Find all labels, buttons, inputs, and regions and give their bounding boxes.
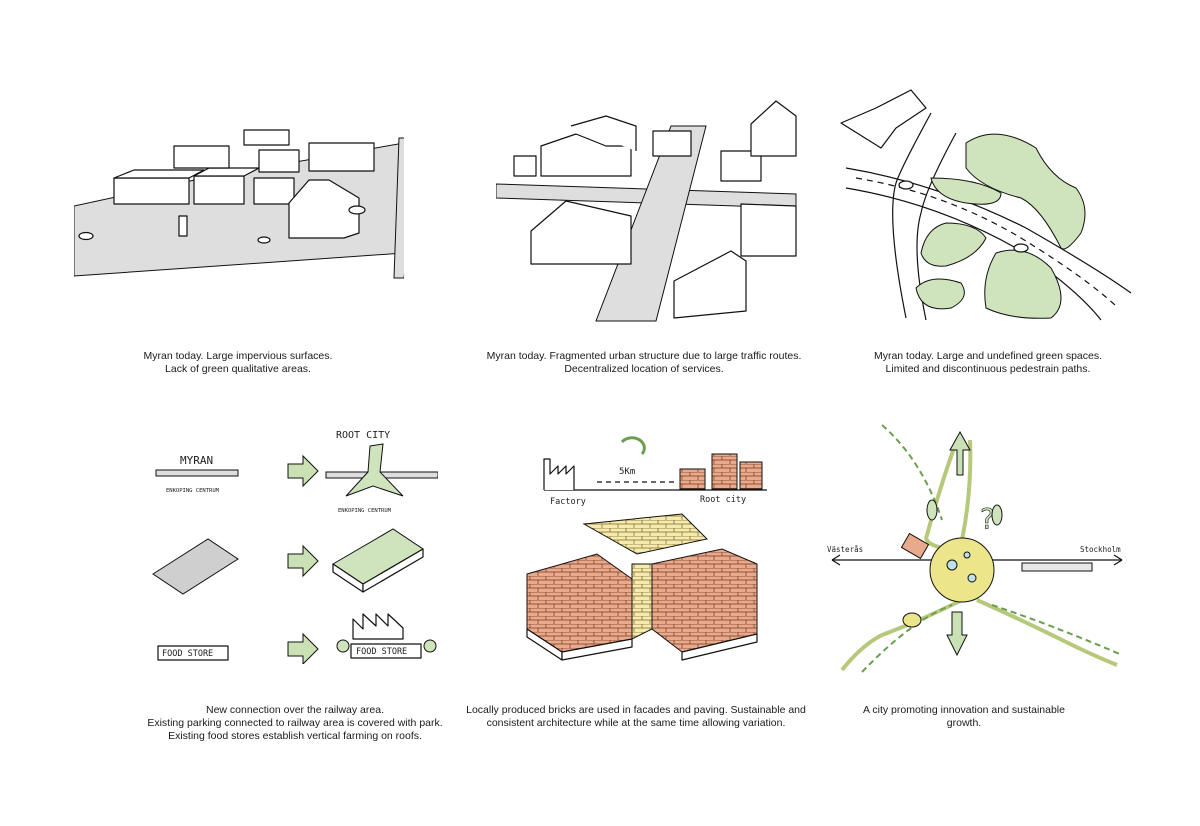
- caption-line: Myran today. Large impervious surfaces.: [143, 350, 333, 362]
- label-vasteras: Västerås: [827, 545, 863, 554]
- caption-new-connection: New connection over the railway area. Ex…: [115, 704, 475, 743]
- caption-line: Limited and discontinuous pedestrain pat…: [885, 363, 1091, 375]
- caption-line: growth.: [946, 717, 982, 729]
- recycle-icon: [620, 436, 646, 455]
- sketch-impervious-surfaces: [74, 118, 404, 283]
- caption-line: Myran today. Fragmented urban structure …: [486, 350, 802, 362]
- caption-line: A city promoting innovation and sustaina…: [863, 704, 1065, 716]
- sketch-new-connection: MYRAN ENKOPING CENTRUM ROOT CITY ENKOPIN…: [148, 424, 438, 664]
- caption-line: Myran today. Large and undefined green s…: [873, 350, 1103, 362]
- label-enkoping-right: ENKOPING CENTRUM: [338, 508, 392, 514]
- label-food-store-left: FOOD STORE: [162, 649, 213, 659]
- label-root-city-small: Root city: [700, 495, 746, 505]
- caption-line: New connection over the railway area.: [205, 704, 384, 716]
- arrow-right-icon: [287, 544, 319, 578]
- sketch-local-bricks: Factory 5Km Root city: [522, 424, 782, 664]
- label-myran: MYRAN: [180, 454, 213, 467]
- caption-line: consistent architecture while at the sam…: [486, 717, 786, 729]
- caption-line: Existing food stores establish vertical …: [168, 730, 422, 742]
- arrow-up-icon: [949, 430, 971, 476]
- arrow-down-icon: [946, 611, 968, 657]
- label-food-store-right: FOOD STORE: [356, 647, 407, 657]
- arrow-right-icon: [287, 454, 319, 488]
- label-enkoping-left: ENKOPING CENTRUM: [166, 488, 220, 494]
- caption-fragmented: Myran today. Fragmented urban structure …: [464, 350, 824, 376]
- label-root-city: ROOT CITY: [336, 430, 390, 441]
- caption-green-spaces: Myran today. Large and undefined green s…: [808, 350, 1168, 376]
- caption-line: Lack of green qualitative areas.: [165, 363, 311, 375]
- caption-line: Existing parking connected to railway ar…: [147, 717, 443, 729]
- caption-impervious: Myran today. Large impervious surfaces. …: [58, 350, 418, 376]
- label-distance: 5Km: [619, 467, 635, 477]
- caption-line: Decentralized location of services.: [564, 363, 724, 375]
- label-stockholm: Stockholm: [1080, 545, 1121, 554]
- label-factory: Factory: [550, 497, 586, 507]
- sketch-innovation-city: Västerås Stockholm ?: [822, 420, 1132, 682]
- arrow-right-icon: [287, 632, 319, 664]
- sketch-green-spaces: [836, 88, 1136, 323]
- question-icon: ?: [980, 502, 995, 535]
- caption-line: Locally produced bricks are used in faca…: [466, 704, 806, 716]
- caption-innovation: A city promoting innovation and sustaina…: [784, 704, 1144, 730]
- sketch-fragmented-structure: [496, 96, 801, 326]
- caption-local-bricks: Locally produced bricks are used in faca…: [456, 704, 816, 730]
